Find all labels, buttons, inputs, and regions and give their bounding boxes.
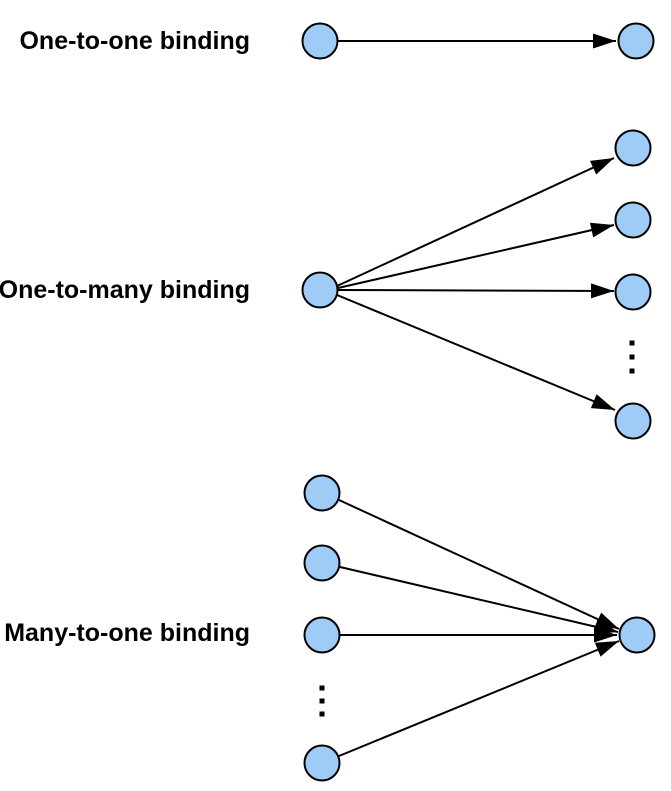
binding-arrow bbox=[336, 294, 616, 411]
section-label: Many-to-one binding bbox=[4, 619, 250, 647]
vertical-ellipsis-dot-icon bbox=[629, 368, 635, 374]
section-many-to-one-binding: Many-to-one binding bbox=[4, 474, 656, 782]
binding-node bbox=[618, 616, 656, 654]
binding-node bbox=[301, 22, 339, 60]
binding-arrow bbox=[338, 499, 620, 630]
binding-node bbox=[303, 474, 341, 512]
binding-arrow bbox=[338, 640, 620, 757]
vertical-ellipsis-dot-icon bbox=[319, 685, 325, 691]
binding-node bbox=[303, 744, 341, 782]
binding-node bbox=[614, 402, 652, 440]
section-label: One-to-many binding bbox=[0, 276, 250, 304]
section-label: One-to-one binding bbox=[19, 27, 250, 55]
binding-node bbox=[301, 271, 339, 309]
binding-node bbox=[303, 544, 341, 582]
binding-node bbox=[614, 273, 652, 311]
vertical-ellipsis-dot-icon bbox=[319, 711, 325, 717]
binding-node bbox=[614, 201, 652, 239]
binding-arrow bbox=[337, 283, 615, 299]
vertical-ellipsis-dot-icon bbox=[319, 698, 325, 704]
vertical-ellipsis-dot-icon bbox=[629, 354, 635, 360]
binding-arrow bbox=[336, 157, 615, 287]
section-one-to-one-binding: One-to-one binding bbox=[19, 22, 655, 60]
section-one-to-many-binding: One-to-many binding bbox=[0, 129, 652, 440]
binding-arrow bbox=[339, 566, 619, 635]
binding-node bbox=[303, 616, 341, 654]
vertical-ellipsis-dot-icon bbox=[629, 340, 635, 346]
binding-node bbox=[617, 22, 655, 60]
binding-arrow bbox=[337, 222, 615, 289]
binding-node bbox=[614, 129, 652, 167]
